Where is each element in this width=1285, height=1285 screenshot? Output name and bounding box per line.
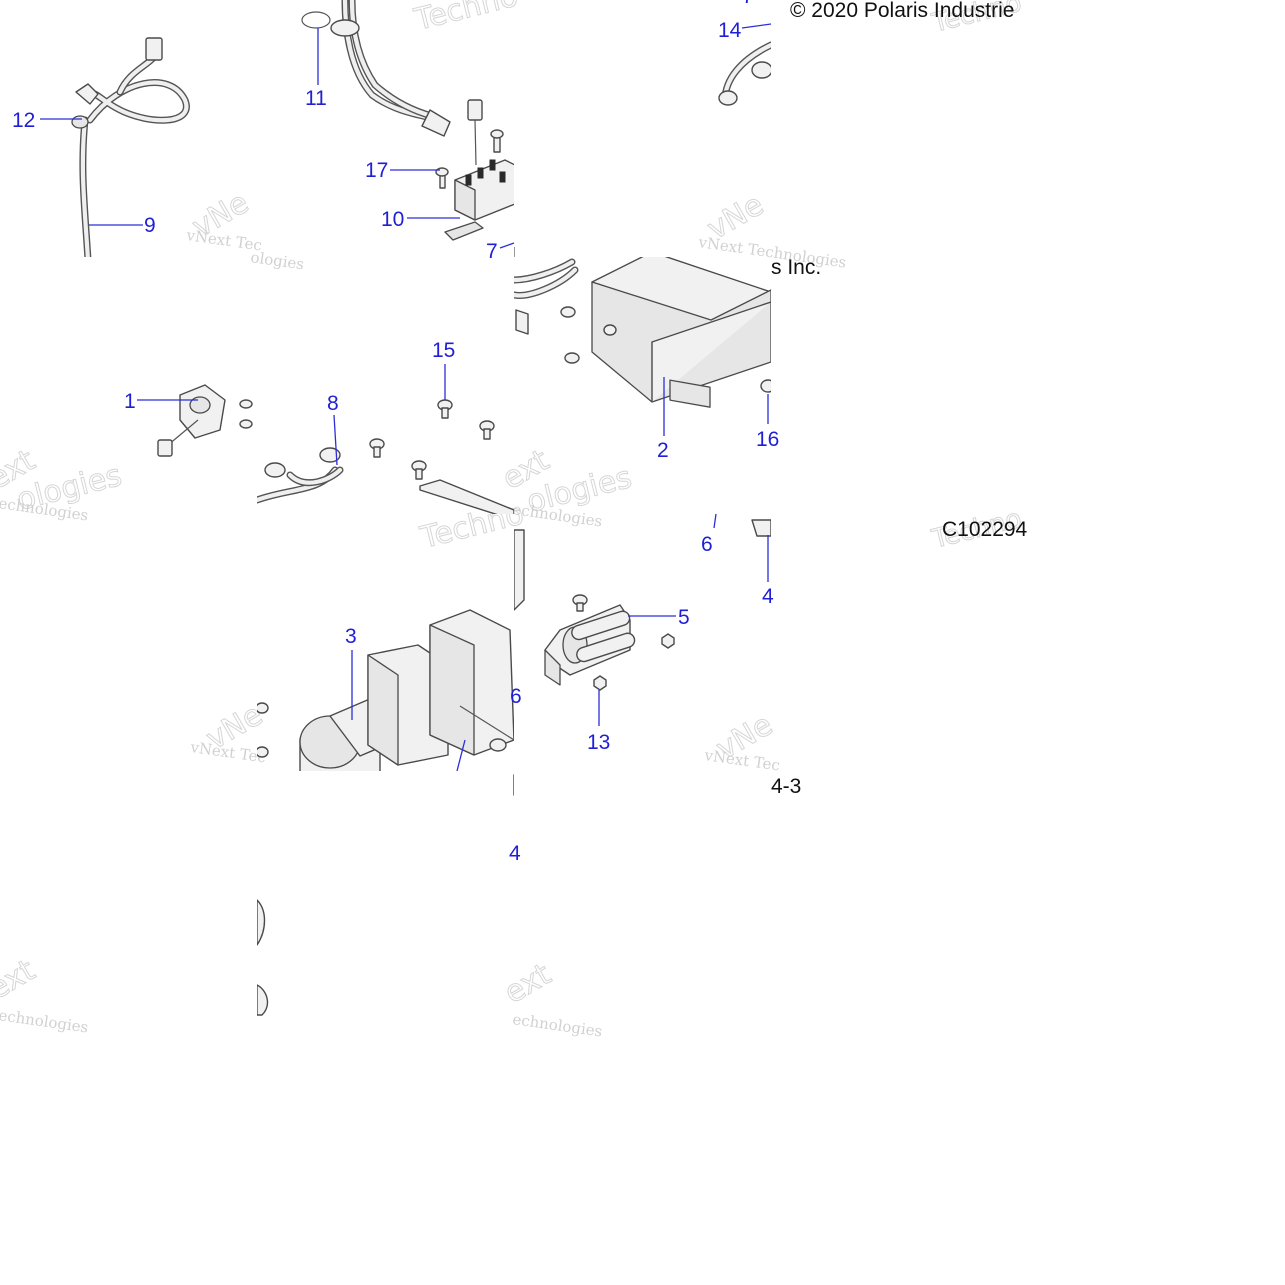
drawing-code: C102294 xyxy=(942,518,1028,541)
callout-6-lower: 6 xyxy=(510,685,522,708)
cable-assembly-top-right xyxy=(514,41,771,257)
cable-8-assembly xyxy=(257,399,514,514)
mounting-bracket xyxy=(514,257,771,408)
callout-12: 12 xyxy=(12,109,35,132)
callout-15: 15 xyxy=(432,339,455,362)
copyright-text: © 2020 Polaris Industrie xyxy=(790,0,1014,22)
watermark-xt-4: ext xyxy=(499,957,558,1011)
drawing-text: © 2020 Polaris Industrie s Inc. C102294 … xyxy=(771,0,1028,798)
roller-fairlead xyxy=(514,519,771,691)
callout-4-lower: 4 xyxy=(509,842,521,865)
leader-lines xyxy=(40,23,772,772)
callout-9: 9 xyxy=(144,214,156,237)
callout-3: 3 xyxy=(345,625,357,648)
callout-5: 5 xyxy=(678,606,690,629)
callout-numbers: 12 9 11 17 10 7 14 7 1 8 15 2 16 6 4 5 1… xyxy=(12,0,779,865)
callout-8: 8 xyxy=(327,392,339,415)
callout-7-top: 7 xyxy=(742,0,754,8)
callout-17: 17 xyxy=(365,159,388,182)
callout-11: 11 xyxy=(305,87,327,110)
callout-4-upper: 4 xyxy=(762,585,774,608)
solenoid-assembly xyxy=(301,0,514,241)
watermark-xt-3: ext xyxy=(0,953,41,1007)
watermark-ologies-1: ologies xyxy=(249,248,305,273)
watermark-brand-3: vNext Tec xyxy=(188,738,267,767)
watermark-ech-3: echnologies xyxy=(0,1006,90,1036)
callout-1: 1 xyxy=(124,390,136,413)
callout-14: 14 xyxy=(718,19,742,42)
callout-16: 16 xyxy=(756,428,779,451)
watermark-techno-1: Techno xyxy=(410,0,521,38)
callout-10: 10 xyxy=(381,208,404,231)
harness-assembly-left xyxy=(71,37,190,257)
winch-assembly xyxy=(257,609,514,771)
page-fragment: 4-3 xyxy=(771,775,801,798)
watermark-brand-4: vNext Tec xyxy=(702,746,781,775)
watermark-ech-4: echnologies xyxy=(511,1010,603,1040)
watermarks: Techno Techno vNe vNext Tec ologies vNe … xyxy=(0,0,1025,1041)
callout-7-lower: 7 xyxy=(486,240,498,263)
callout-2: 2 xyxy=(657,439,669,462)
callout-6-upper: 6 xyxy=(701,533,713,556)
switch-assembly xyxy=(157,384,253,457)
callout-13: 13 xyxy=(587,731,610,754)
copyright-fragment: s Inc. xyxy=(771,256,821,279)
hook-fragments xyxy=(257,774,514,1016)
